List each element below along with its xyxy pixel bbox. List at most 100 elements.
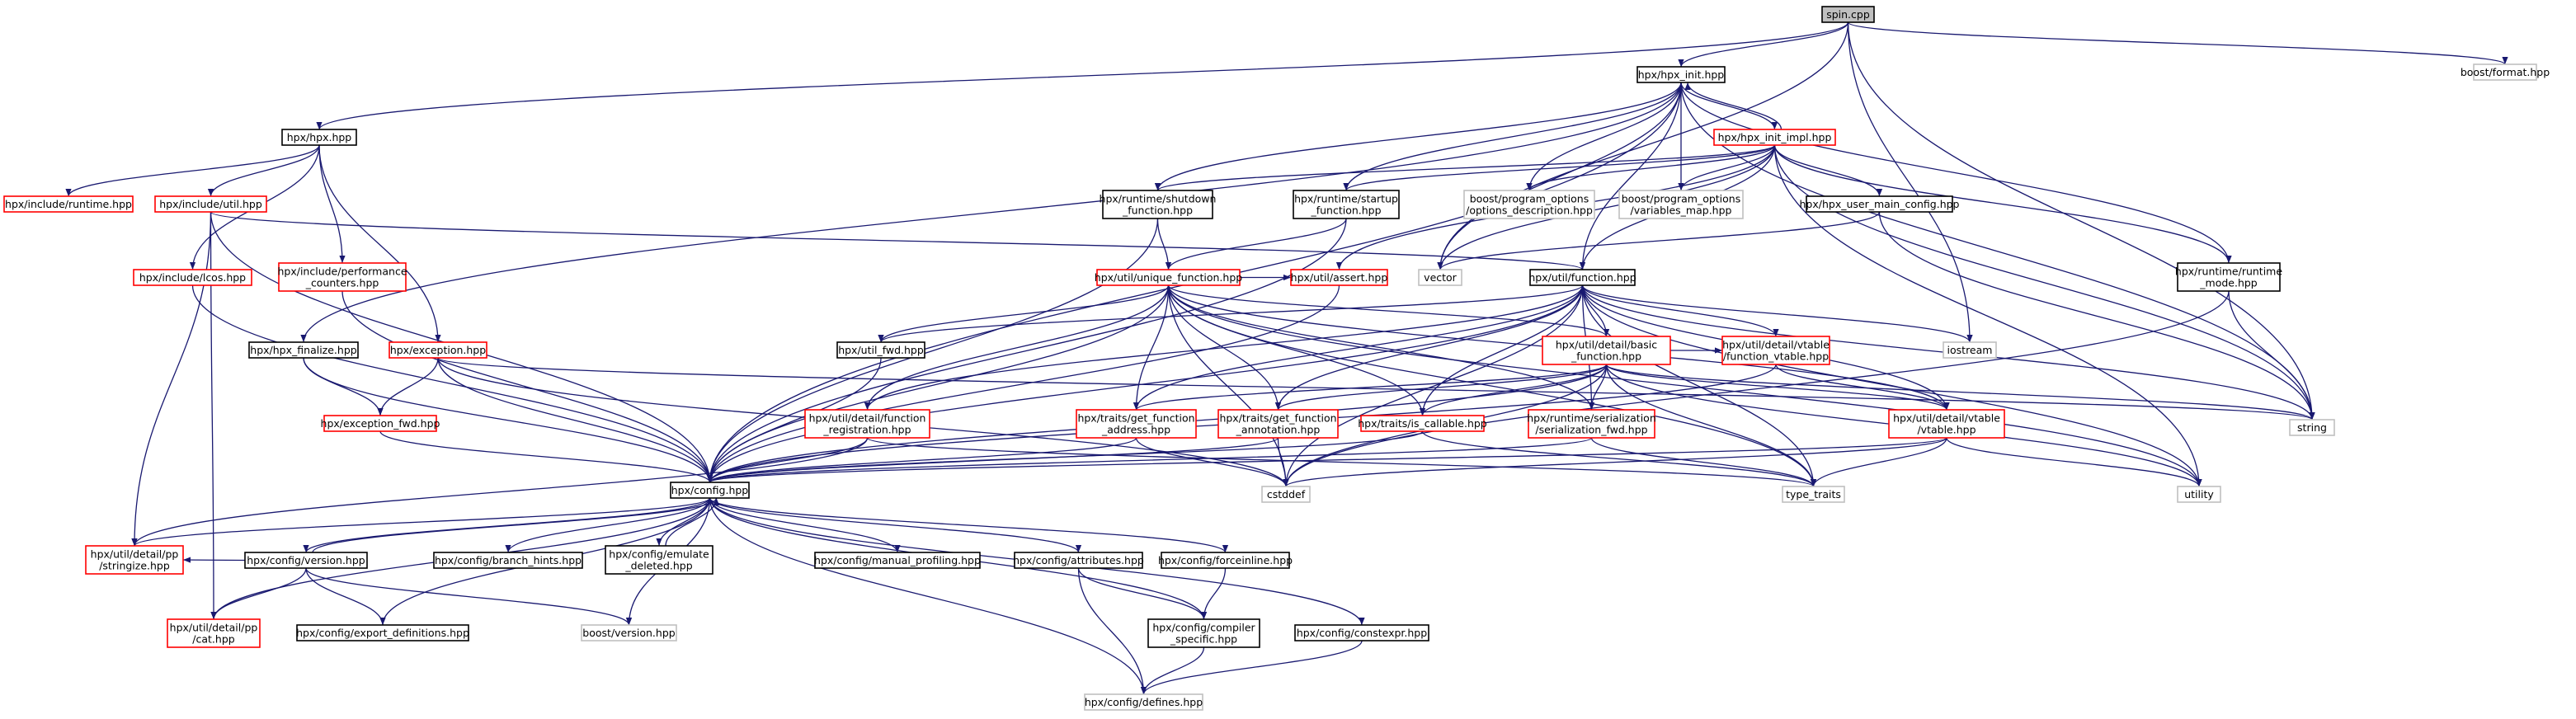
edge-hpx_init_impl-to-user_main [1773,144,1883,197]
node-rt_shutdown[interactable]: hpx/runtime/shutdown_function.hpp [1100,190,1217,219]
edge-cfg_attributes-to-cfg_compiler [1077,567,1208,620]
node-cfg_constexpr[interactable]: hpx/config/constexpr.hpp [1294,624,1429,641]
edge-rt_startup-to-unique_function [1165,218,1347,270]
node-label: /function_vtable.hpp [1723,350,1829,363]
node-label: _mode.hpp [2199,277,2258,289]
edge-func_reg-to-config [706,437,869,483]
node-cfg_version[interactable]: hpx/config/version.hpp [244,552,368,569]
edge-util_function-to-cstddef [1283,284,1584,487]
node-label: hpx/exception.hpp [390,344,486,356]
node-cfg_emulate[interactable]: hpx/config/emulate_deleted.hpp [605,545,713,575]
node-cfg_forceinline[interactable]: hpx/config/forceinline.hpp [1158,552,1293,569]
node-label: boost/program_options [1470,193,1589,205]
node-cfg_attributes[interactable]: hpx/config/attributes.hpp [1013,552,1144,569]
node-spin[interactable]: spin.cpp [1821,6,1875,23]
node-label: boost/format.hpp [2461,66,2550,78]
edge-util_function-to-is_callable [1419,284,1584,416]
node-label: /vtable.hpp [1917,424,1976,436]
edge-hpx_init_impl-to-hpx_init [1684,82,1782,130]
node-box [1261,486,1311,503]
node-po_vmap: boost/program_options/variables_map.hpp [1618,190,1744,219]
node-label: /stringize.hpp [99,560,170,572]
edge-unique_function-to-type_traits [1167,284,1817,487]
node-rt_startup[interactable]: hpx/runtime/startup_function.hpp [1293,190,1400,219]
node-box [323,415,437,432]
node-cfg_profiling[interactable]: hpx/config/manual_profiling.hpp [814,552,981,569]
node-label: _specific.hpp [1170,633,1237,646]
node-label: hpx/include/performance [277,266,407,278]
node-hpx_finalize[interactable]: hpx/hpx_finalize.hpp [248,341,359,359]
node-po_desc: boost/program_options/options_descriptio… [1463,190,1595,219]
node-box [1542,336,1671,365]
edge-config-to-cfg_defines [709,497,1147,695]
node-hpx_hpx[interactable]: hpx/hpx.hpp [281,129,357,146]
node-func_reg[interactable]: hpx/util/detail/function_registration.hp… [804,409,930,439]
node-inc_util[interactable]: hpx/include/util.hpp [154,195,267,213]
node-cfg_branch[interactable]: hpx/config/branch_hints.hpp [433,552,583,569]
edge-exception-to-config [437,357,713,483]
node-util_assert[interactable]: hpx/util/assert.hpp [1290,269,1388,286]
edge-cfg_attributes-to-cfg_defines [1077,567,1147,695]
node-basic_function[interactable]: hpx/util/detail/basic_function.hpp [1542,336,1671,365]
node-get_func_addr[interactable]: hpx/traits/get_function_address.hpp [1076,409,1197,439]
node-exception[interactable]: hpx/exception.hpp [389,341,487,359]
node-inc_runtime[interactable]: hpx/include/runtime.hpp [3,195,134,213]
node-label: hpx/hpx_init.hpp [1638,68,1725,81]
edge-util_function-to-function_vtable [1581,284,1779,337]
node-hpx_init_impl[interactable]: hpx/hpx_init_impl.hpp [1713,129,1836,146]
node-config[interactable]: hpx/config.hpp [670,482,750,499]
edge-cfg_emulate-to-config [665,497,720,547]
node-inc_lcos[interactable]: hpx/include/lcos.hpp [133,269,252,286]
node-label: hpx/util/unique_function.hpp [1095,271,1242,284]
node-box [154,195,267,213]
edge-cfg_version-to-boost_version [305,567,632,626]
node-function_vtable[interactable]: hpx/util/detail/vtable/function_vtable.h… [1721,336,1830,365]
edge-hpx_init_impl-to-rt_startup [1343,144,1776,191]
node-label: /cat.hpp [192,633,234,646]
node-label: hpx/config/export_definitions.hpp [296,627,469,639]
node-label: hpx/hpx_finalize.hpp [250,344,356,356]
node-exception_fwd[interactable]: hpx/exception_fwd.hpp [321,415,440,432]
node-unique_function[interactable]: hpx/util/unique_function.hpp [1095,269,1242,286]
node-is_callable[interactable]: hpx/traits/is_callable.hpp [1358,415,1487,432]
node-box [1721,336,1830,365]
node-hpx_init[interactable]: hpx/hpx_init.hpp [1636,66,1726,83]
node-user_main[interactable]: hpx/hpx_user_main_config.hpp [1800,195,1960,213]
node-cfg_export[interactable]: hpx/config/export_definitions.hpp [296,624,469,641]
edge-cfg_compiler-to-cfg_defines [1140,646,1205,695]
node-label: hpx/config/emulate [609,548,709,561]
edge-util_fwd-to-config [706,357,882,483]
node-ser_fwd[interactable]: hpx/runtime/serialization/serialization_… [1527,409,1656,439]
node-label: hpx/util/detail/pp [91,548,179,561]
edge-spin-to-iostream [1847,21,1973,343]
node-box [1014,552,1143,569]
node-cfg_compiler[interactable]: hpx/config/compiler_specific.hpp [1147,618,1260,648]
node-label: hpx/util/detail/basic [1556,339,1657,351]
node-label: hpx/util/function.hpp [1528,271,1636,284]
node-box [1360,415,1485,432]
edge-unique_function-to-utility [1167,284,2202,487]
node-label: hpx/traits/get_function [1077,412,1194,425]
node-boost_format: boost/format.hpp [2461,63,2550,81]
node-util_function[interactable]: hpx/util/function.hpp [1528,269,1636,286]
node-utility: utility [2177,486,2221,503]
edge-rt_mode-to-cstddef [1283,290,2230,487]
node-pp_cat[interactable]: hpx/util/detail/pp/cat.hpp [167,618,261,648]
node-vtable[interactable]: hpx/util/detail/vtable/vtable.hpp [1888,409,2005,439]
edge-config-to-cfg_profiling [709,497,901,553]
node-pp_stringize[interactable]: hpx/util/detail/pp/stringize.hpp [85,545,184,575]
node-inc_perf[interactable]: hpx/include/performance_counters.hpp [277,262,407,292]
node-box [389,341,487,359]
node-box [85,545,184,575]
node-label: _deleted.hpp [624,560,692,572]
node-get_func_annot[interactable]: hpx/traits/get_function_annotation.hpp [1217,409,1339,439]
edge-cfg_version-to-cfg_export [305,567,386,626]
edge-vtable-to-cstddef [1283,437,1947,487]
edge-exception_fwd-to-config [379,430,713,483]
node-label: /options_description.hpp [1466,204,1593,217]
node-rt_mode[interactable]: hpx/runtime/runtime_mode.hpp [2175,262,2282,292]
edge-cfg_version-to-pp_cat [210,567,307,620]
node-util_fwd[interactable]: hpx/util_fwd.hpp [836,341,925,359]
edge-hpx_init-to-rt_mode [1680,82,2232,264]
edge-hpx_init_impl-to-rt_shutdown [1155,144,1776,191]
